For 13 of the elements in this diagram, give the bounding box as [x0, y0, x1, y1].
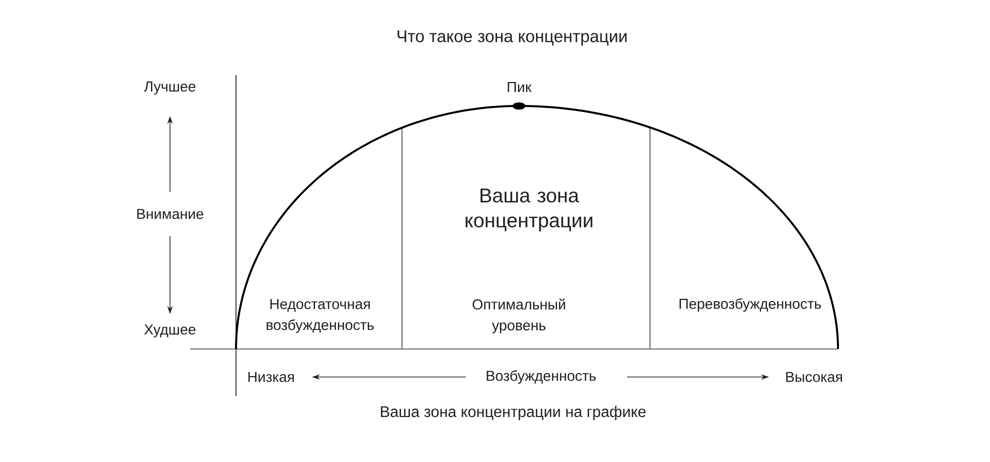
caption: Ваша зона концентрации на графике	[380, 406, 646, 420]
axis-label: Высокая	[786, 372, 842, 382]
zone-label: Перевозбужденность	[680, 298, 821, 312]
zone-title: Ваша зона концентрации	[466, 188, 592, 232]
axis-label: Худшее	[144, 324, 196, 338]
axis-label: Возбужденность	[486, 370, 596, 384]
axis-label: Лучшее	[144, 82, 196, 94]
axis-label: Внимание	[137, 208, 204, 220]
peak-label: Пик	[508, 82, 532, 92]
axis-label: Низкая	[248, 372, 294, 382]
zone-label: Оптимальный уровень	[472, 298, 566, 334]
title: Что такое зона концентрации	[398, 30, 627, 46]
zone-label: Недостаточная возбужденность	[266, 299, 374, 333]
